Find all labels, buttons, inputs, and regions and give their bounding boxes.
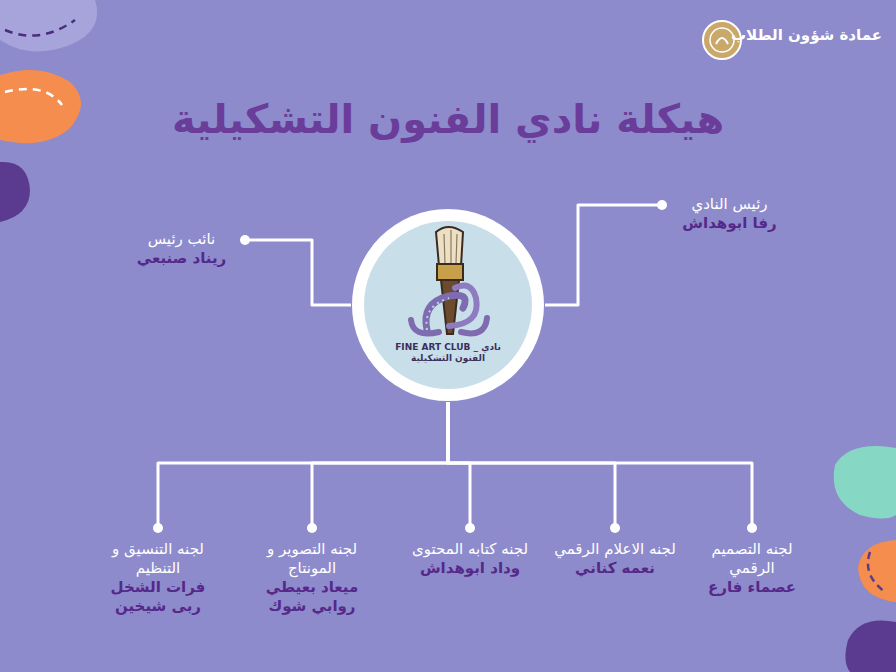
logo-text: FINE ART CLUB _ نادي الفنون التشكيلية: [393, 342, 503, 364]
brush-bristles: [436, 227, 463, 266]
role-title: نائب رئيس: [132, 230, 231, 249]
member-name: عصماء فارع: [691, 578, 813, 597]
role-block: لجنه كتابه المحتوىوداد ابوهداش: [400, 528, 540, 582]
role-block: لجنه التصوير و المونتاجميعاد بعيطيروابي …: [242, 528, 382, 620]
dash-line: [868, 552, 885, 592]
role-title: لجنه الاعلام الرقمي: [554, 540, 676, 559]
dash-line: [5, 20, 75, 36]
role-block: رئيس الناديرفا ابوهداش: [662, 193, 787, 235]
end-dot: [657, 200, 667, 210]
end-dot: [610, 523, 620, 533]
end-dot: [465, 523, 475, 533]
end-dot: [240, 235, 250, 245]
connector-line: [312, 402, 448, 528]
end-dot: [747, 523, 757, 533]
logo-circle: FINE ART CLUB _ نادي الفنون التشكيلية: [351, 208, 545, 402]
member-name: روابي شوك: [246, 597, 378, 616]
connector-line: [245, 240, 351, 305]
role-block: لجنه التنسيق و التنظيمفرات الشخلربى شيخي…: [88, 528, 228, 620]
brush-ferrule: [437, 264, 463, 280]
member-name: نعمه كناني: [554, 559, 676, 578]
role-title: لجنه كتابه المحتوى: [404, 540, 536, 559]
logo-ring: [352, 209, 544, 401]
member-name: ريناد صنبعي: [132, 249, 231, 268]
member-name: رفا ابوهداش: [676, 214, 783, 233]
role-block: نائب رئيسريناد صنبعي: [128, 228, 245, 270]
connector-line: [448, 402, 615, 528]
connector-line: [448, 402, 470, 528]
tentacle-suckers: [426, 298, 449, 330]
role-block: لجنه التصميم الرقميعصماء فارع: [687, 528, 817, 601]
tentacle: [461, 318, 487, 333]
logo-disc: [364, 221, 532, 389]
role-title: لجنه التنسيق و التنظيم: [92, 540, 224, 578]
tentacle: [411, 320, 439, 334]
connector-line: [545, 205, 662, 305]
blob: [0, 70, 81, 143]
seal-ring: [710, 28, 734, 52]
blob: [0, 162, 30, 222]
blob: [0, 0, 97, 51]
connector-line: [448, 402, 752, 528]
role-title: لجنه التصميم الرقمي: [691, 540, 813, 578]
member-name: ميعاد بعيطي: [246, 578, 378, 597]
tentacle: [449, 286, 477, 326]
end-dot: [307, 523, 317, 533]
role-block: لجنه الاعلام الرقمينعمه كناني: [550, 528, 680, 582]
deanship-wordmark: عمادة شؤون الطلاب: [731, 26, 882, 44]
dash-line: [5, 89, 62, 105]
end-dot: [153, 523, 163, 533]
role-title: رئيس النادي: [676, 195, 783, 214]
diagram-title: هيكلة نادي الفنون التشكيلية: [0, 94, 896, 144]
member-name: فرات الشخل: [92, 578, 224, 597]
seal-mark: [716, 38, 728, 44]
bristle-lines: [444, 230, 457, 264]
blob: [834, 446, 896, 518]
role-title: لجنه التصوير و المونتاج: [246, 540, 378, 578]
connector-line: [158, 402, 448, 528]
blob: [845, 620, 896, 672]
member-name: وداد ابوهداش: [404, 559, 536, 578]
club-logo-illustration: [351, 208, 545, 402]
blob: [858, 540, 896, 602]
member-name: ربى شيخين: [92, 597, 224, 616]
